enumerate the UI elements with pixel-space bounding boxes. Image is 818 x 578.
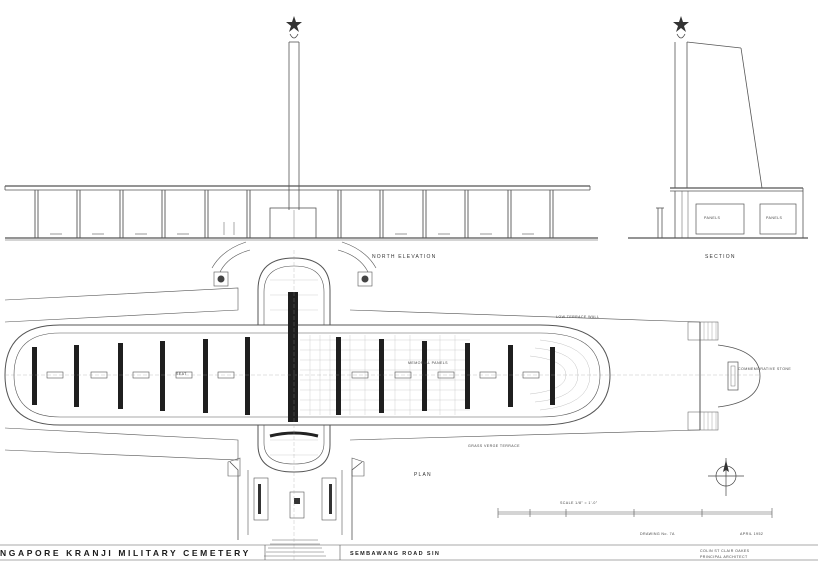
- plan-label: PLAN: [414, 472, 432, 478]
- north-elevation-label: NORTH ELEVATION: [372, 254, 436, 260]
- section-panels-label-2: PANELS: [766, 216, 783, 220]
- north-elevation: [4, 16, 598, 241]
- seat-label: SEAT: [176, 372, 187, 376]
- architect-role: PRINCIPAL ARCHITECT: [700, 555, 748, 559]
- drawing-subtitle: SEMBAWANG ROAD SIN: [350, 551, 440, 557]
- plan-view: [4, 241, 761, 560]
- title-block: [0, 544, 818, 561]
- drawing-title: NGAPORE KRANJI MILITARY CEMETERY: [0, 548, 251, 558]
- commemorative-stone-label: COMMEMORATIVE STONE: [738, 367, 791, 371]
- memorial-panels-label: MEMORIAL PANELS: [408, 361, 448, 365]
- scale-label: SCALE 1/8" = 1'-0": [560, 501, 598, 505]
- scale-bar: [497, 508, 773, 518]
- section-label: SECTION: [705, 254, 736, 260]
- drawing-number: DRAWING No. 7A: [640, 532, 675, 536]
- north-point-icon: [708, 458, 744, 496]
- architect-name: COLIN ST CLAIR OAKES: [700, 549, 750, 553]
- section-view: [628, 16, 808, 239]
- low-terrace-wall-label: LOW TERRACE WALL: [556, 315, 599, 319]
- star-finial-icon: [286, 16, 302, 39]
- grass-verge-label: GRASS VERGE TERRACE: [468, 444, 520, 448]
- star-finial-icon: [673, 16, 689, 39]
- memorial-panel-walls: [32, 292, 555, 422]
- drawing-date: APRIL 1952: [740, 532, 763, 536]
- section-panels-label: PANELS: [704, 216, 721, 220]
